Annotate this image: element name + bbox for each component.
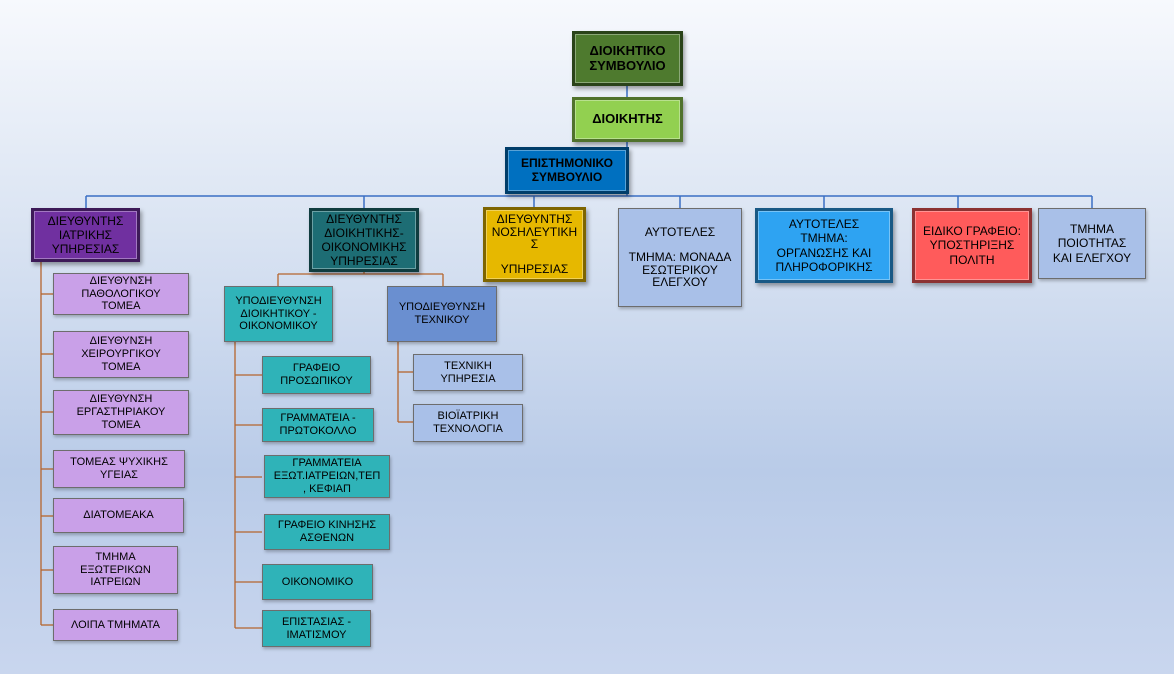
scientific-board-box: ΕΠΙΣΤΗΜΟΝΙΚΟ ΣΥΜΒΟΥΛΙΟ: [505, 147, 629, 194]
internal-audit-unit-box: ΑΥΤΟΤΕΛΕΣ ΤΜΗΜΑ: ΜΟΝΑΔΑ ΕΣΩΤΕΡΙΚΟΥ ΕΛΕΓΧ…: [618, 208, 742, 307]
technical-subdirectorate-box: ΥΠΟΔΙΕΥΘΥΝΣΗ ΤΕΧΝΙΚΟΥ: [387, 286, 497, 342]
medical-unit-box: ΔΙΑΤΟΜΕΑΚΑ: [53, 498, 184, 533]
finance-unit-box: ΓΡΑΜΜΑΤΕΙΑ ΕΞΩΤ.ΙΑΤΡΕΙΩΝ,ΤΕΠ , ΚΕΦΙΑΠ: [264, 455, 390, 498]
it-organization-unit-box: ΑΥΤΟΤΕΛΕΣ ΤΜΗΜΑ: ΟΡΓΑΝΩΣΗΣ ΚΑΙ ΠΛΗΡΟΦΟΡΙ…: [755, 208, 893, 283]
medical-unit-box: ΤΟΜΕΑΣ ΨΥΧΙΚΗΣ ΥΓΕΙΑΣ: [53, 450, 185, 488]
medical-unit-box: ΔΙΕΥΘΥΝΣΗ ΠΑΘΟΛΟΓΙΚΟΥ ΤΟΜΕΑ: [53, 273, 189, 315]
director-box: ΔΙΟΙΚΗΤΗΣ: [572, 97, 683, 142]
technical-unit-box: ΤΕΧΝΙΚΗ ΥΠΗΡΕΣΙΑ: [413, 354, 523, 391]
quality-control-unit-box: ΤΜΗΜΑ ΠΟΙΟΤΗΤΑΣ ΚΑΙ ΕΛΕΓΧΟΥ: [1038, 208, 1146, 279]
medical-unit-box: ΛΟΙΠΑ ΤΜΗΜΑΤΑ: [53, 609, 178, 641]
finance-unit-box: ΓΡΑΜΜΑΤΕΙΑ - ΠΡΩΤΟΚΟΛΛΟ: [262, 408, 374, 442]
medical-unit-box: ΔΙΕΥΘΥΝΣΗ ΧΕΙΡΟΥΡΓΙΚΟΥ ΤΟΜΕΑ: [53, 331, 189, 378]
nursing-directorate-box: ΔΙΕΥΘΥΝΤΗΣ ΝΟΣΗΛΕΥΤΙΚΗΣ ΥΠΗΡΕΣΙΑΣ: [483, 207, 586, 282]
admin-financial-directorate-box: ΔΙΕΥΘΥΝΤΗΣ ΔΙΟΙΚΗΤΙΚΗΣ- ΟΙΚΟΝΟΜΙΚΗΣ ΥΠΗΡ…: [309, 208, 419, 272]
finance-unit-box: ΓΡΑΦΕΙΟ ΠΡΟΣΩΠΙΚΟΥ: [262, 356, 371, 394]
finance-unit-box: ΟΙΚΟΝΟΜΙΚΟ: [262, 564, 373, 600]
admin-financial-subdirectorate-box: ΥΠΟΔΙΕΥΘΥΝΣΗ ΔΙΟΙΚΗΤΙΚΟΥ - ΟΙΚΟΝΟΜΙΚΟΥ: [224, 286, 333, 342]
finance-unit-box: ΕΠΙΣΤΑΣΙΑΣ - ΙΜΑΤΙΣΜΟΥ: [262, 610, 371, 647]
medical-unit-box: ΤΜΗΜΑ ΕΞΩΤΕΡΙΚΩΝ ΙΑΤΡΕΙΩΝ: [53, 546, 178, 594]
citizen-support-office-box: ΕΙΔΙΚΟ ΓΡΑΦΕΙΟ: ΥΠΟΣΤΗΡΙΞΗΣ ΠΟΛΙΤΗ: [912, 208, 1032, 283]
board-of-directors-box: ΔΙΟΙΚΗΤΙΚΟ ΣΥΜΒΟΥΛΙΟ: [572, 31, 683, 86]
medical-unit-box: ΔΙΕΥΘΥΝΣΗ ΕΡΓΑΣΤΗΡΙΑΚΟΥ ΤΟΜΕΑ: [53, 390, 189, 435]
finance-unit-box: ΓΡΑΦΕΙΟ ΚΙΝΗΣΗΣ ΑΣΘΕΝΩΝ: [264, 514, 390, 550]
technical-unit-box: ΒΙΟΪΑΤΡΙΚΗ ΤΕΧΝΟΛΟΓΙΑ: [413, 404, 523, 442]
medical-directorate-box: ΔΙΕΥΘΥΝΤΗΣ ΙΑΤΡΙΚΗΣ ΥΠΗΡΕΣΙΑΣ: [31, 208, 140, 262]
